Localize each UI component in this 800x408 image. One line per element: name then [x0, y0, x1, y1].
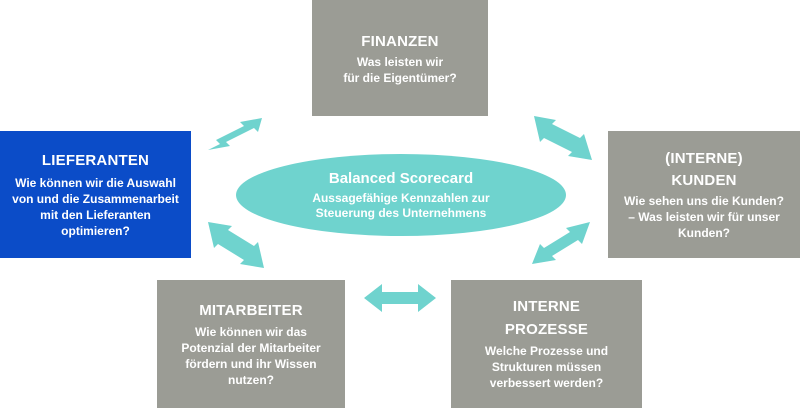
prozesse-line-3: verbessert werden? [489, 376, 604, 390]
finanzen-line-1: Was leisten wir [356, 55, 444, 69]
prozesse-line-1: Welche Prozesse und [484, 344, 609, 358]
prozesse-title-line-1: INTERNE [512, 298, 581, 315]
mitarbeiter-title: MITARBEITER [199, 301, 303, 319]
arrow-lieferanten-mitarbeiter [208, 222, 264, 268]
mitarbeiter-line-1: Wie können wir das [195, 324, 307, 339]
scorecard-subtitle-line-1: Aussagefähige Kennzahlen zur [312, 191, 490, 205]
mitarbeiter-line-3: fördern und ihr Wissen [185, 356, 317, 371]
lieferanten-line-4: optimieren? [61, 223, 130, 238]
box-finanzen: FINANZEN Was leisten wir für die Eigentü… [312, 0, 488, 116]
arrow-lieferanten-finanzen [208, 118, 262, 150]
lieferanten-line-1: Wie können wir die Auswahl [15, 175, 176, 190]
kunden-line-2: – Was leisten wir für unser [628, 209, 780, 224]
arrow-prozesse-kunden [532, 222, 590, 264]
lieferanten-line-3: mit den Lieferanten [40, 207, 151, 222]
mitarbeiter-line-2: Potenzial der Mitarbeiter [181, 340, 321, 355]
lieferanten-title: LIEFERANTEN [41, 151, 150, 169]
arrow-mitarbeiter-prozesse [364, 284, 436, 312]
scorecard-title: Balanced Scorecard [328, 170, 474, 187]
scorecard-subtitle-line-2: Steuerung des Unternehmens [315, 206, 487, 220]
finanzen-title: FINANZEN [361, 33, 439, 50]
box-kunden: (INTERNE) KUNDEN Wie sehen uns die Kunde… [608, 131, 800, 258]
box-interne-prozesse: INTERNE PROZESSE Welche Prozesse und Str… [451, 280, 642, 408]
arrow-finanzen-kunden [534, 116, 592, 160]
box-lieferanten: LIEFERANTEN Wie können wir die Auswahl v… [0, 131, 191, 258]
prozesse-line-2: Strukturen müssen [491, 360, 602, 374]
prozesse-title-line-2: PROZESSE [504, 321, 589, 338]
lieferanten-line-2: von und die Zusammenarbeit [12, 191, 179, 206]
kunden-line-1: Wie sehen uns die Kunden? [624, 193, 784, 208]
balanced-scorecard-ellipse: Balanced Scorecard Aussagefähige Kennzah… [236, 154, 566, 236]
box-mitarbeiter: MITARBEITER Wie können wir das Potenzial… [157, 280, 345, 408]
finanzen-line-2: für die Eigentümer? [343, 71, 457, 85]
kunden-title-line-1: (INTERNE) [665, 149, 743, 167]
kunden-title-line-2: KUNDEN [671, 171, 737, 189]
kunden-line-3: Kunden? [678, 225, 730, 240]
mitarbeiter-line-4: nutzen? [228, 372, 274, 387]
